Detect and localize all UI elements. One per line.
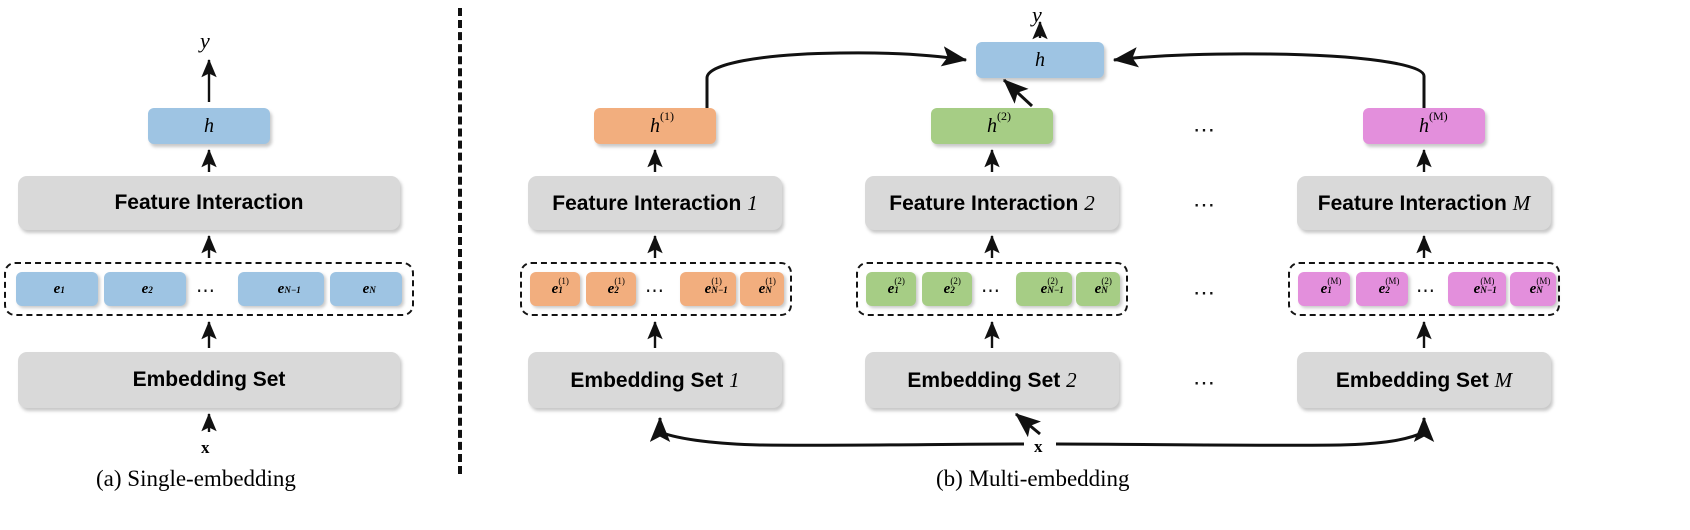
curve-arrow-h1-to-h	[705, 46, 968, 108]
column-1-embedding-set-box: Embedding Set 1	[528, 352, 782, 408]
column-1-embedding-n-minus-1: e(1)N−1	[680, 272, 736, 306]
column-m-feature-interaction-label: Feature Interaction M	[1317, 190, 1531, 215]
column-2-embedding-set-box: Embedding Set 2	[865, 352, 1119, 408]
column-m-embedding-1: e(M)1	[1298, 272, 1350, 306]
column-m-embedding-n-minus-1: e(M)N−1	[1448, 272, 1506, 306]
column-2-embedding-1-label: e(2)1	[887, 276, 905, 297]
column-m-embedding-ellipsis: ⋯	[1416, 281, 1437, 302]
column-m-embedding-2-label: e(M)2	[1378, 276, 1400, 297]
column-1-embedding-group	[520, 262, 792, 316]
panel-a-input-label: x	[201, 438, 210, 457]
panel-a-embedding-set-box: Embedding Set	[18, 352, 400, 408]
panel-a-caption: (a) Single-embedding	[96, 466, 296, 491]
panel-a-embedding-ellipsis: ⋯	[196, 281, 217, 302]
column-m-embedding-2: e(M)2	[1356, 272, 1408, 306]
column-m-embedding-set-box: Embedding Set M	[1297, 352, 1551, 408]
column-1-embedding-ellipsis: ⋯	[645, 281, 666, 302]
column-2-embedding-2-label: e(2)2	[943, 276, 961, 297]
panel-b-caption: (b) Multi-embedding	[936, 466, 1130, 491]
panel-a-head-label: h	[204, 114, 214, 137]
column-1-embedding-1-label: e(1)1	[551, 276, 569, 297]
column-2-embedding-n: e(2)N	[1076, 272, 1120, 306]
panel-b-output-label: y	[1032, 2, 1042, 27]
column-2-embedding-n-label: e(2)N	[1094, 276, 1112, 297]
panel-a-output-label: y	[200, 28, 210, 53]
column-2-embedding-n-minus-1-label: e(2)N−1	[1040, 276, 1064, 297]
panel-a-head-box: h	[148, 108, 270, 144]
column-1-feature-interaction-label: Feature Interaction 1	[552, 190, 758, 215]
column-gap-ellipsis-feature: ⋯	[1193, 192, 1217, 217]
column-m-embedding-n: e(M)N	[1510, 272, 1556, 306]
column-2-head-box: h(2)	[931, 108, 1053, 144]
column-1-embedding-2-label: e(1)2	[607, 276, 625, 297]
column-gap-ellipsis-embedding: ⋯	[1193, 280, 1217, 305]
column-1-embedding-n-label: e(1)N	[758, 276, 776, 297]
curve-arrow-x-to-set2	[1015, 412, 1041, 438]
column-1-embedding-1: e(1)1	[530, 272, 580, 306]
column-2-feature-interaction-box: Feature Interaction 2	[865, 176, 1119, 230]
panel-a-embedding-group	[4, 262, 414, 316]
column-gap-ellipsis-set: ⋯	[1193, 370, 1217, 395]
column-2-embedding-group	[856, 262, 1128, 316]
panel-b-input-label: x	[1034, 437, 1043, 456]
column-1-embedding-set-label: Embedding Set 1	[570, 367, 740, 392]
column-2-feature-interaction-label: Feature Interaction 2	[889, 190, 1095, 215]
curve-arrow-hm-to-h	[1112, 47, 1426, 108]
column-2-embedding-n-minus-1: e(2)N−1	[1016, 272, 1072, 306]
column-2-embedding-1: e(2)1	[866, 272, 916, 306]
column-1-head-box: h(1)	[594, 108, 716, 144]
panel-b-head-label: h	[1035, 48, 1045, 71]
column-1-head-label: h(1)	[650, 109, 674, 137]
curve-arrow-h2-to-h	[1002, 78, 1034, 108]
curve-arrow-x-to-set1	[649, 416, 1025, 447]
curve-arrow-x-to-setm	[1055, 416, 1435, 447]
panel-a-embedding-set-label: Embedding Set	[132, 368, 286, 391]
column-2-embedding-set-label: Embedding Set 2	[907, 367, 1077, 392]
column-2-embedding-ellipsis: ⋯	[981, 281, 1002, 302]
column-1-feature-interaction-box: Feature Interaction 1	[528, 176, 782, 230]
panel-a-feature-interaction-label: Feature Interaction	[114, 191, 304, 214]
column-m-embedding-set-label: Embedding Set M	[1335, 367, 1513, 392]
column-m-embedding-1-label: e(M)1	[1320, 276, 1342, 297]
column-gap-ellipsis-head: ⋯	[1193, 117, 1217, 142]
panel-b-head-box: h	[976, 42, 1104, 78]
column-m-feature-interaction-box: Feature Interaction M	[1297, 176, 1551, 230]
column-m-head-box: h(M)	[1363, 108, 1485, 144]
column-1-embedding-n-minus-1-label: e(1)N−1	[704, 276, 728, 297]
column-1-embedding-2: e(1)2	[586, 272, 636, 306]
column-1-embedding-n: e(1)N	[740, 272, 784, 306]
column-2-embedding-2: e(2)2	[922, 272, 972, 306]
column-m-head-label: h(M)	[1419, 109, 1448, 137]
column-2-head-label: h(2)	[987, 109, 1011, 137]
panel-a-feature-interaction-box: Feature Interaction	[18, 176, 400, 230]
column-m-embedding-n-label: e(M)N	[1529, 276, 1551, 297]
column-m-embedding-n-minus-1-label: e(M)N−1	[1473, 276, 1497, 297]
panel-divider	[458, 8, 462, 474]
column-m-embedding-group	[1288, 262, 1560, 316]
